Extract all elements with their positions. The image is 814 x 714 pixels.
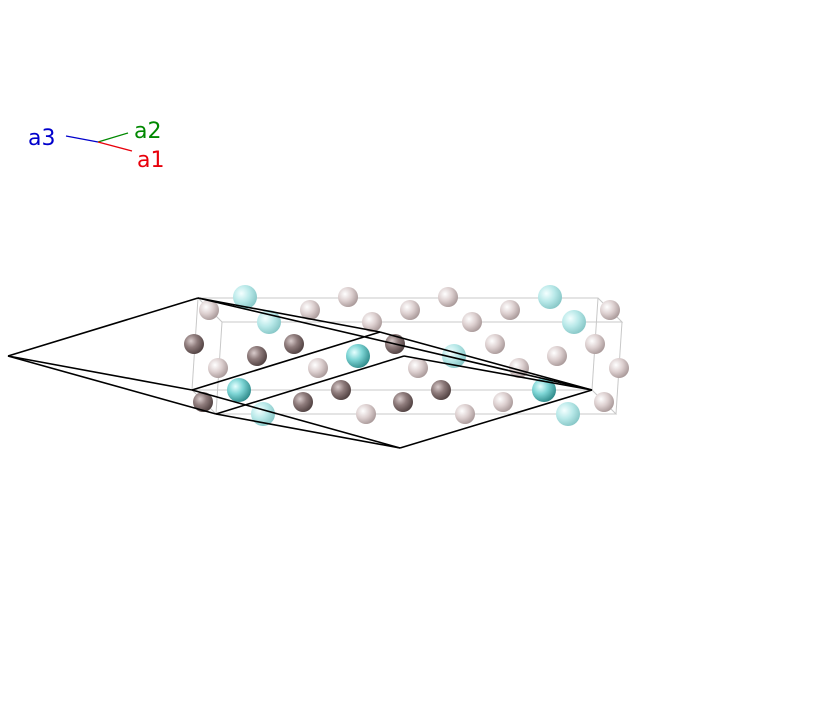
atom-dark[interactable] <box>393 392 413 412</box>
atom-light[interactable] <box>438 287 458 307</box>
atom-light[interactable] <box>609 358 629 378</box>
atom-light[interactable] <box>408 358 428 378</box>
atom-teal[interactable] <box>227 378 251 402</box>
atom-teal[interactable] <box>233 285 257 309</box>
atom-light[interactable] <box>208 358 228 378</box>
atom-light[interactable] <box>300 300 320 320</box>
a2-axis-line <box>97 132 129 143</box>
atom-light[interactable] <box>455 404 475 424</box>
a1-axis-label: a1 <box>137 148 164 173</box>
atom-dark[interactable] <box>193 392 213 412</box>
atom-light[interactable] <box>462 312 482 332</box>
atom-light[interactable] <box>493 392 513 412</box>
primitive-cell-edges <box>7 297 593 449</box>
atom-dark[interactable] <box>293 392 313 412</box>
atom-light[interactable] <box>485 334 505 354</box>
atom-teal[interactable] <box>538 285 562 309</box>
atom-dark[interactable] <box>331 380 351 400</box>
atom-light[interactable] <box>362 312 382 332</box>
a3-axis-line <box>65 135 99 143</box>
atom-light[interactable] <box>199 300 219 320</box>
atom-light[interactable] <box>594 392 614 412</box>
axis-triad: a3 a2 a1 <box>28 119 164 173</box>
atom-teal[interactable] <box>562 310 586 334</box>
atom-light[interactable] <box>509 358 529 378</box>
atom-dark[interactable] <box>247 346 267 366</box>
atom-light[interactable] <box>585 334 605 354</box>
atom-teal[interactable] <box>556 402 580 426</box>
atom-light[interactable] <box>338 287 358 307</box>
atom-light[interactable] <box>356 404 376 424</box>
atom-light[interactable] <box>400 300 420 320</box>
atom-light[interactable] <box>547 346 567 366</box>
atom-light[interactable] <box>600 300 620 320</box>
atom-dark[interactable] <box>431 380 451 400</box>
a2-axis-label: a2 <box>134 119 161 144</box>
atom-teal[interactable] <box>346 344 370 368</box>
atom-light[interactable] <box>308 358 328 378</box>
a3-axis-label: a3 <box>28 126 55 151</box>
atom-teal[interactable] <box>532 378 556 402</box>
a1-axis-line <box>97 141 133 152</box>
atom-dark[interactable] <box>284 334 304 354</box>
atom-light[interactable] <box>500 300 520 320</box>
atoms-layer <box>184 285 629 426</box>
atom-dark[interactable] <box>184 334 204 354</box>
